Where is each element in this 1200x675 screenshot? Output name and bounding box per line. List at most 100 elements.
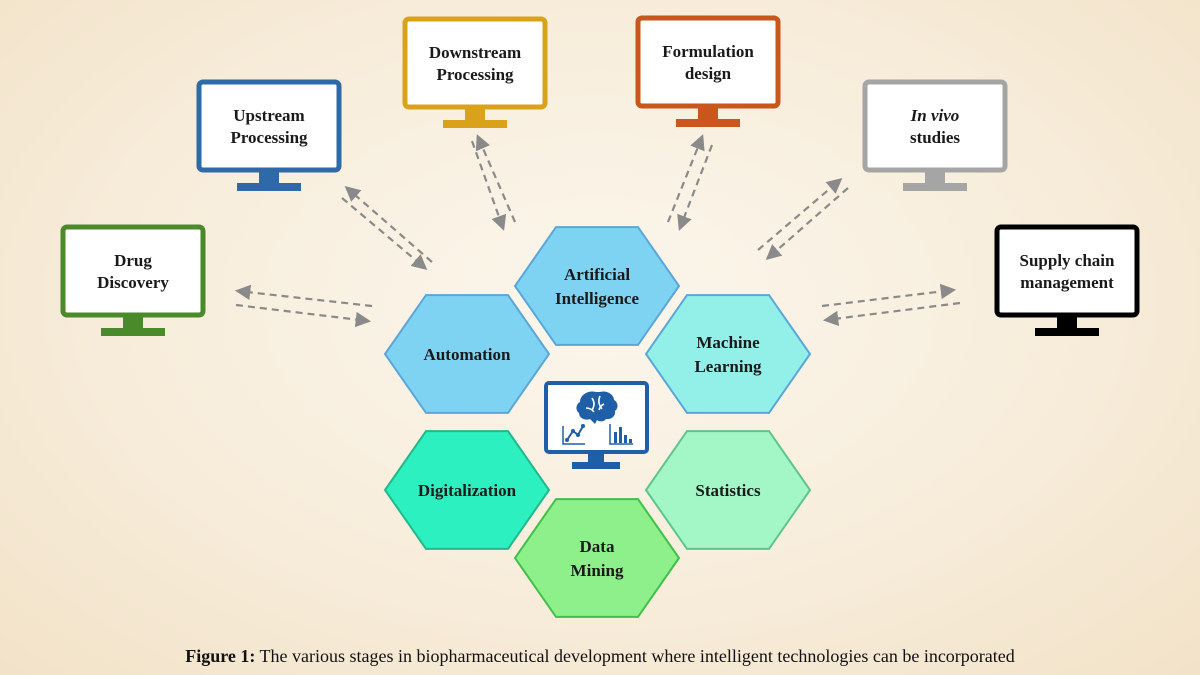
hexagon-shape xyxy=(513,498,681,618)
arrow-outward xyxy=(757,178,843,251)
monitor-label: design xyxy=(685,64,732,83)
hexagon-shape xyxy=(513,226,681,346)
monitor-label: Processing xyxy=(230,128,308,147)
monitor-label: Formulation xyxy=(662,42,754,61)
bidirectional-arrow xyxy=(234,284,373,328)
arrow-outward xyxy=(666,134,705,223)
bidirectional-arrow xyxy=(821,283,961,327)
hexagon-label: Artificial xyxy=(564,265,630,284)
arrow-outward xyxy=(475,134,517,223)
hexagon-label: Statistics xyxy=(695,481,761,500)
arrow-outward xyxy=(344,185,433,263)
monitor-group: DrugDiscoveryUpstreamProcessingDownstrea… xyxy=(60,15,1140,336)
hexagon-label: Data xyxy=(580,537,615,556)
monitor-in-vivo-studies: In vivo studies xyxy=(862,79,1008,191)
monitor-base xyxy=(1035,328,1099,336)
bar-chart-icon xyxy=(609,424,633,445)
bar-chart-bar xyxy=(624,435,627,443)
hexagon-statistics: Statistics xyxy=(644,430,812,550)
bidirectional-arrow xyxy=(470,134,517,231)
hexagon-label: Machine xyxy=(696,333,760,352)
arrow-outward xyxy=(234,284,373,308)
brain-folds xyxy=(585,395,605,413)
monitor-screen xyxy=(60,224,206,318)
monitor-label: management xyxy=(1020,273,1114,292)
monitor-supply-chain-management: Supply chain management xyxy=(994,224,1140,336)
icon-base xyxy=(572,462,620,469)
hexagon-label: Learning xyxy=(694,357,762,376)
hexagon-shape xyxy=(383,294,551,414)
line-chart-trend xyxy=(566,425,584,441)
line-chart-dot xyxy=(576,433,580,437)
monitor-label: Downstream xyxy=(429,43,521,62)
caption-label: Figure 1: xyxy=(185,646,256,666)
monitor-base xyxy=(101,328,165,336)
monitor-neck xyxy=(259,172,279,184)
monitor-base xyxy=(237,183,301,191)
hexagon-label: Digitalization xyxy=(418,481,517,500)
monitor-neck xyxy=(1057,317,1077,329)
arrow-inward xyxy=(822,301,961,327)
monitor-screen xyxy=(402,16,548,110)
arrow-inward xyxy=(470,140,507,231)
brain-shape xyxy=(576,391,618,424)
monitor-neck xyxy=(123,317,143,329)
monitor-label: In vivo xyxy=(910,106,960,125)
arrow-inward xyxy=(677,144,714,231)
monitor-base xyxy=(903,183,967,191)
bar-chart-bar xyxy=(619,427,622,443)
bidirectional-arrow xyxy=(666,134,714,231)
icon-neck xyxy=(588,454,604,463)
figure-caption: Figure 1: The various stages in biopharm… xyxy=(0,646,1200,667)
line-chart-dot xyxy=(565,438,569,442)
monitor-neck xyxy=(698,108,718,120)
bar-chart-axes xyxy=(609,424,633,445)
monitor-screen xyxy=(994,224,1140,318)
monitor-screen xyxy=(862,79,1008,173)
arrows-layer xyxy=(234,134,961,328)
monitor-neck xyxy=(925,172,945,184)
monitor-label: studies xyxy=(910,128,960,147)
arrow-outward xyxy=(821,283,957,308)
brain-analytics-monitor-icon xyxy=(544,381,649,469)
hexagon-shape xyxy=(383,430,551,550)
monitor-screen xyxy=(635,15,781,109)
caption-text: The various stages in biopharmaceutical … xyxy=(255,646,1015,666)
monitor-formulation-design: Formulation design xyxy=(635,15,781,127)
bidirectional-arrow xyxy=(757,178,849,261)
arrow-inward xyxy=(765,187,849,261)
line-chart-dot xyxy=(581,424,585,428)
monitor-label: Drug xyxy=(114,251,152,270)
hexagon-label: Mining xyxy=(571,561,624,580)
line-chart-dot xyxy=(571,429,575,433)
line-chart-icon xyxy=(562,424,585,445)
line-chart-axes xyxy=(562,426,585,445)
monitor-neck xyxy=(465,109,485,121)
monitor-label: Upstream xyxy=(233,106,304,125)
hexagon-label: Intelligence xyxy=(555,289,639,308)
bidirectional-arrow xyxy=(341,185,433,270)
arrow-inward xyxy=(235,303,372,328)
hexagon-shape xyxy=(644,430,812,550)
hexagon-shape xyxy=(644,294,812,414)
arrow-inward xyxy=(341,197,428,270)
monitor-label: Processing xyxy=(436,65,514,84)
monitor-screen xyxy=(196,79,342,173)
monitor-label: Discovery xyxy=(97,273,169,292)
brain-icon xyxy=(576,391,618,424)
hexagon-automation: Automation xyxy=(383,294,551,414)
monitor-base xyxy=(676,119,740,127)
monitor-base xyxy=(443,120,507,128)
hexagon-digitalization: Digitalization xyxy=(383,430,551,550)
monitor-label: Supply chain xyxy=(1020,251,1116,270)
bar-chart-bar xyxy=(629,439,632,443)
bar-chart-bar xyxy=(614,432,617,443)
